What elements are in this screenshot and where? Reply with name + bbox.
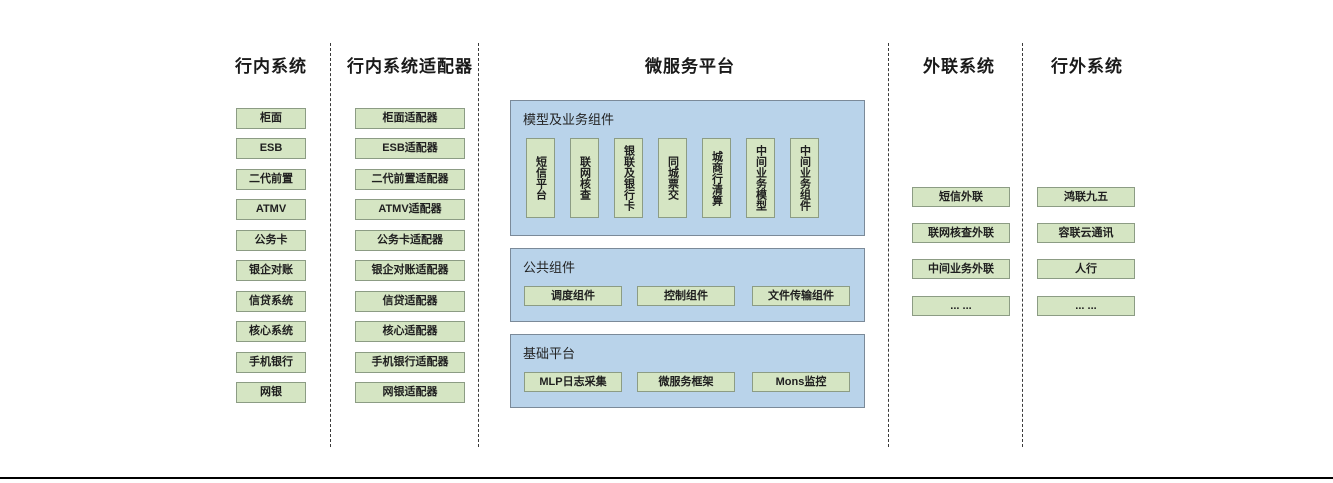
- node-model-component-5[interactable]: 城商行清算: [702, 138, 731, 218]
- node-inbank-system-7[interactable]: 信贷系统: [236, 291, 306, 312]
- panel-title-model-business-components: 模型及业务组件: [523, 112, 615, 127]
- node-inbank-system-2[interactable]: ESB: [236, 138, 306, 159]
- node-inbank-adapter-1[interactable]: 柜面适配器: [355, 108, 465, 129]
- panel-title-base-platform: 基础平台: [523, 346, 576, 361]
- node-inbank-system-5[interactable]: 公务卡: [236, 230, 306, 251]
- node-model-component-3[interactable]: 银联及银行卡: [614, 138, 643, 218]
- node-public-component-1[interactable]: 调度组件: [524, 286, 622, 306]
- divider-3: [888, 43, 889, 447]
- node-inbank-system-10[interactable]: 网银: [236, 382, 306, 403]
- panel-public-components: 公共组件: [510, 248, 865, 322]
- node-inbank-system-8[interactable]: 核心系统: [236, 321, 306, 342]
- node-model-component-6[interactable]: 中间业务模型: [746, 138, 775, 218]
- node-base-platform-3[interactable]: Mons监控: [752, 372, 850, 392]
- node-external-link-3[interactable]: 中间业务外联: [912, 259, 1010, 279]
- node-inbank-system-9[interactable]: 手机银行: [236, 352, 306, 373]
- node-inbank-adapter-3[interactable]: 二代前置适配器: [355, 169, 465, 190]
- node-inbank-system-3[interactable]: 二代前置: [236, 169, 306, 190]
- column-title-outbank-systems: 行外系统: [1051, 57, 1123, 76]
- column-title-microservice-platform: 微服务平台: [645, 57, 735, 76]
- node-outbank-system-3[interactable]: 人行: [1037, 259, 1135, 279]
- node-inbank-adapter-4[interactable]: ATMV适配器: [355, 199, 465, 220]
- node-inbank-system-1[interactable]: 柜面: [236, 108, 306, 129]
- column-title-inbank-systems: 行内系统: [235, 57, 307, 76]
- node-model-component-2[interactable]: 联网核查: [570, 138, 599, 218]
- node-model-component-4[interactable]: 同城票交: [658, 138, 687, 218]
- divider-2: [478, 43, 479, 447]
- node-external-link-2[interactable]: 联网核查外联: [912, 223, 1010, 243]
- node-inbank-adapter-6[interactable]: 银企对账适配器: [355, 260, 465, 281]
- node-outbank-system-2[interactable]: 容联云通讯: [1037, 223, 1135, 243]
- panel-title-public-components: 公共组件: [523, 260, 576, 275]
- node-inbank-adapter-5[interactable]: 公务卡适配器: [355, 230, 465, 251]
- node-inbank-adapter-7[interactable]: 信贷适配器: [355, 291, 465, 312]
- node-model-component-7[interactable]: 中间业务组件: [790, 138, 819, 218]
- node-inbank-system-4[interactable]: ATMV: [236, 199, 306, 220]
- node-outbank-system-4[interactable]: ... ...: [1037, 296, 1135, 316]
- node-base-platform-2[interactable]: 微服务框架: [637, 372, 735, 392]
- divider-1: [330, 43, 331, 447]
- node-inbank-adapter-10[interactable]: 网银适配器: [355, 382, 465, 403]
- node-inbank-system-6[interactable]: 银企对账: [236, 260, 306, 281]
- panel-base-platform: 基础平台: [510, 334, 865, 408]
- node-outbank-system-1[interactable]: 鸿联九五: [1037, 187, 1135, 207]
- node-external-link-4[interactable]: ... ...: [912, 296, 1010, 316]
- divider-4: [1022, 43, 1023, 447]
- node-inbank-adapter-2[interactable]: ESB适配器: [355, 138, 465, 159]
- bottom-divider-rule: [0, 477, 1333, 479]
- node-public-component-3[interactable]: 文件传输组件: [752, 286, 850, 306]
- column-title-inbank-adapters: 行内系统适配器: [347, 57, 473, 76]
- node-inbank-adapter-9[interactable]: 手机银行适配器: [355, 352, 465, 373]
- node-external-link-1[interactable]: 短信外联: [912, 187, 1010, 207]
- node-inbank-adapter-8[interactable]: 核心适配器: [355, 321, 465, 342]
- column-title-external-link-systems: 外联系统: [923, 57, 995, 76]
- node-base-platform-1[interactable]: MLP日志采集: [524, 372, 622, 392]
- node-model-component-1[interactable]: 短信平台: [526, 138, 555, 218]
- node-public-component-2[interactable]: 控制组件: [637, 286, 735, 306]
